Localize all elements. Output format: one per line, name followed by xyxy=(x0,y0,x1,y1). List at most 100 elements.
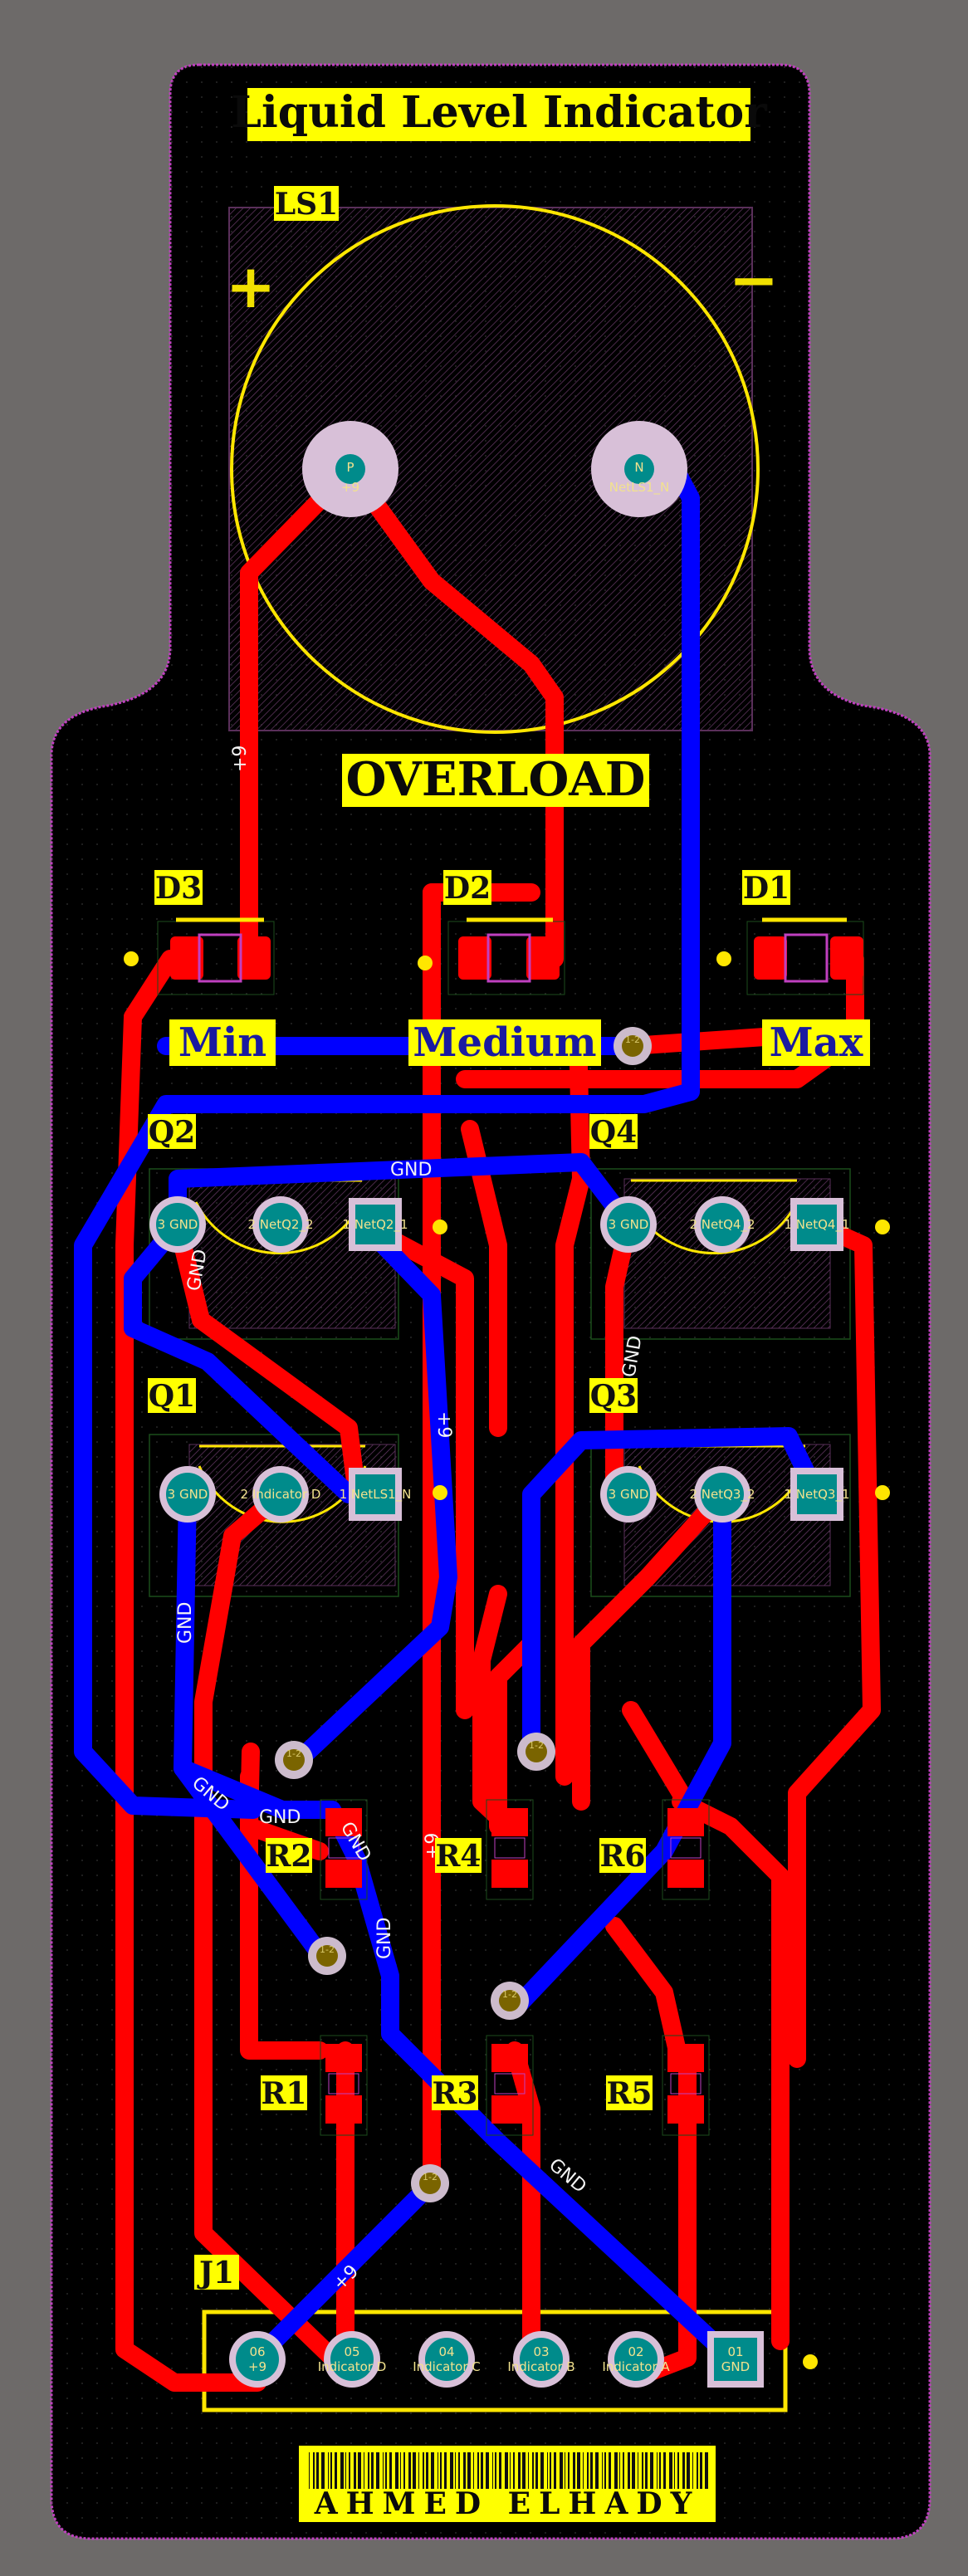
svg-text:D3: D3 xyxy=(155,871,202,906)
svg-text:06: 06 xyxy=(249,2344,265,2359)
q3-designator: Q3 xyxy=(589,1378,638,1414)
overload-label: OVERLOAD xyxy=(346,752,646,807)
author-barcode: AHMED ELHADY xyxy=(299,2446,716,2522)
barcode-stripes xyxy=(309,2452,708,2489)
via: 1-2 xyxy=(517,1733,555,1771)
svg-text:1-2: 1-2 xyxy=(320,1944,335,1955)
led-d2 xyxy=(418,917,565,995)
svg-text:GND: GND xyxy=(721,2359,750,2374)
svg-text:01: 01 xyxy=(727,2344,743,2359)
vcc-net-label: +9 xyxy=(433,1411,454,1438)
resistor-r5 xyxy=(662,2035,710,2136)
medium-label: Medium xyxy=(413,1019,596,1066)
gnd-net-label: GND xyxy=(175,1602,196,1644)
svg-text:1 NetQ3_1: 1 NetQ3_1 xyxy=(784,1487,849,1503)
svg-text:Q4: Q4 xyxy=(590,1115,637,1150)
svg-text:3 GND: 3 GND xyxy=(168,1487,208,1502)
d2-designator: D2 xyxy=(443,870,491,906)
via: 1-2 xyxy=(411,2164,449,2202)
svg-text:Q1: Q1 xyxy=(149,1379,195,1414)
via: 1-2 xyxy=(491,1982,529,2020)
svg-text:R1: R1 xyxy=(262,2076,307,2111)
q1-pads: 3 GND 2 Indicator D 1 NetLS1_N xyxy=(159,1466,447,1523)
svg-text:3 GND: 3 GND xyxy=(609,1487,649,1502)
svg-text:2 NetQ3_2: 2 NetQ3_2 xyxy=(689,1487,755,1503)
svg-text:J1: J1 xyxy=(197,2256,234,2290)
j1-outline xyxy=(202,2310,788,2412)
svg-text:Indicator B: Indicator B xyxy=(507,2359,574,2374)
vias: 1-2 1-2 1-2 1-2 1-2 1-2 xyxy=(275,1027,652,2202)
r2-designator: R2 xyxy=(266,1838,312,1874)
svg-text:R3: R3 xyxy=(433,2076,478,2111)
q2-designator: Q2 xyxy=(148,1114,196,1150)
svg-text:1-2: 1-2 xyxy=(286,1748,301,1759)
q4-pads: 3 GND 2 NetQ4_2 1 NetQ4_1 xyxy=(600,1196,890,1253)
svg-text:Q3: Q3 xyxy=(590,1379,637,1414)
designator-labels: LS1 D3 D2 D1 Q2 Q4 Q1 Q3 R2 R4 R6 R1 R3 … xyxy=(148,186,790,2290)
gnd-net-label: GND xyxy=(390,1160,432,1180)
svg-text:R5: R5 xyxy=(607,2076,653,2111)
title-banner: Liquid Level Indicator xyxy=(231,87,767,141)
r1-designator: R1 xyxy=(261,2075,307,2111)
medium-banner: Medium xyxy=(408,1019,601,1066)
q2-pads: 3 GND 2 NetQ2_2 1 NetQ2_1 xyxy=(149,1196,447,1253)
j1-designator: J1 xyxy=(194,2255,239,2290)
svg-text:+9: +9 xyxy=(341,480,359,495)
q2-footprint xyxy=(149,1168,399,1340)
q4-designator: Q4 xyxy=(589,1114,638,1150)
svg-text:R4: R4 xyxy=(436,1839,482,1874)
svg-text:04: 04 xyxy=(438,2344,454,2359)
svg-text:NetLS1_N: NetLS1_N xyxy=(609,480,669,496)
r5-designator: R5 xyxy=(606,2075,653,2111)
svg-text:2 NetQ4_2: 2 NetQ4_2 xyxy=(689,1217,755,1233)
svg-text:D1: D1 xyxy=(743,871,790,906)
svg-text:1 NetQ2_1: 1 NetQ2_1 xyxy=(342,1217,408,1233)
resistor-r4 xyxy=(486,1799,534,1900)
vcc-net-label: +9 xyxy=(230,745,251,772)
speaker-plus: + xyxy=(226,252,276,321)
speaker-outline xyxy=(230,204,760,734)
svg-text:R6: R6 xyxy=(600,1839,646,1874)
via: 1-2 xyxy=(614,1027,652,1065)
led-d3 xyxy=(124,917,275,995)
resistor-r6 xyxy=(662,1799,710,1900)
board-title: Liquid Level Indicator xyxy=(231,87,767,138)
svg-text:Indicator C: Indicator C xyxy=(413,2359,481,2374)
gnd-net-label: GND xyxy=(374,1918,395,1959)
d1-designator: D1 xyxy=(742,870,790,906)
j1-pad-06: 06+9 xyxy=(229,2331,286,2388)
via: 1-2 xyxy=(275,1741,313,1779)
ls1-designator: LS1 xyxy=(274,186,339,222)
q1-designator: Q1 xyxy=(148,1378,196,1414)
r4-designator: R4 xyxy=(435,1838,482,1874)
svg-text:D2: D2 xyxy=(444,871,491,906)
svg-text:3 GND: 3 GND xyxy=(158,1217,198,1232)
max-banner: Max xyxy=(762,1019,870,1066)
q3-pads: 3 GND 2 NetQ3_2 1 NetQ3_1 xyxy=(600,1466,890,1523)
min-label: Min xyxy=(178,1019,266,1066)
author-name: AHMED ELHADY xyxy=(314,2486,701,2521)
resistor-r2 xyxy=(320,1799,368,1900)
gnd-net-label: GND xyxy=(259,1807,301,1828)
svg-text:1-2: 1-2 xyxy=(423,2172,438,2183)
svg-text:Indicator A: Indicator A xyxy=(602,2359,670,2374)
svg-text:1 NetQ4_1: 1 NetQ4_1 xyxy=(784,1217,849,1233)
via: 1-2 xyxy=(308,1937,346,1975)
overload-banner: OVERLOAD xyxy=(342,752,649,807)
resistor-r3 xyxy=(486,2035,534,2136)
r6-designator: R6 xyxy=(599,1838,646,1874)
svg-text:05: 05 xyxy=(344,2344,359,2359)
r3-designator: R3 xyxy=(432,2075,478,2111)
led-d1 xyxy=(716,917,864,995)
svg-text:3 GND: 3 GND xyxy=(609,1217,649,1232)
svg-text:Q2: Q2 xyxy=(149,1115,195,1150)
speaker-pad-p: P+9 xyxy=(302,421,398,517)
